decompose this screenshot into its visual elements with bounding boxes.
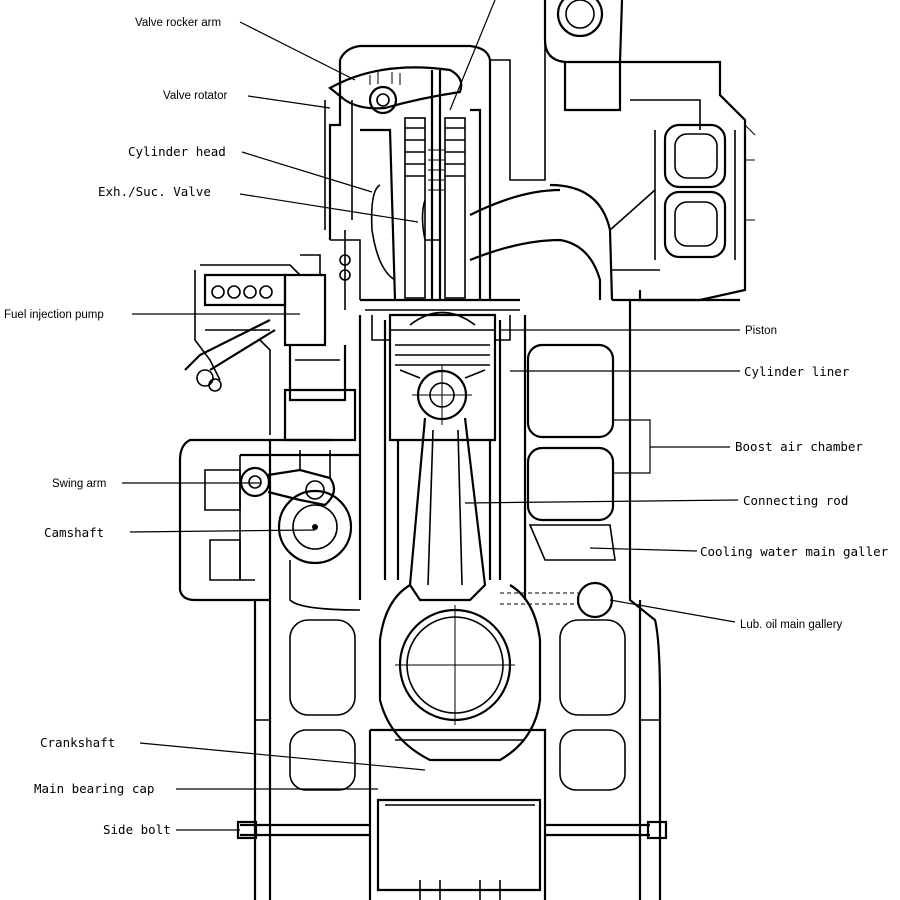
label-cooling-water-main-gallery: Cooling water main galler xyxy=(700,544,889,559)
label-fuel-injection-pump: Fuel injection pump xyxy=(4,309,104,321)
label-swing-arm: Swing arm xyxy=(52,478,106,490)
label-exh-suc-valve: Exh./Suc. Valve xyxy=(98,184,211,199)
label-crankshaft: Crankshaft xyxy=(40,735,115,750)
engine-block xyxy=(178,300,662,900)
crankshaft-assembly xyxy=(236,581,668,900)
engine-drawing xyxy=(178,0,756,900)
cylinder-head xyxy=(324,44,520,311)
right-labels: Piston Cylinder liner Boost air chamber … xyxy=(464,325,889,631)
label-main-bearing-cap: Main bearing cap xyxy=(34,781,154,796)
leader-top xyxy=(449,0,496,111)
fuel-injection-pump-body xyxy=(184,239,361,442)
label-cylinder-liner: Cylinder liner xyxy=(744,364,850,379)
left-labels: Valve rocker arm Valve rotator Cylinder … xyxy=(4,17,426,837)
connecting-rod xyxy=(396,417,492,602)
label-valve-rotator: Valve rotator xyxy=(163,90,228,102)
label-boost-air-chamber: Boost air chamber xyxy=(735,439,863,454)
exhaust-manifold xyxy=(469,0,756,302)
label-side-bolt: Side bolt xyxy=(103,822,171,837)
label-camshaft: Camshaft xyxy=(44,525,104,540)
label-connecting-rod: Connecting rod xyxy=(743,493,848,508)
label-piston: Piston xyxy=(745,325,777,337)
piston xyxy=(388,311,497,442)
label-valve-rocker-arm: Valve rocker arm xyxy=(135,17,221,29)
label-lub-oil-main-gallery: Lub. oil main gallery xyxy=(740,619,843,631)
label-cylinder-head: Cylinder head xyxy=(128,144,226,159)
